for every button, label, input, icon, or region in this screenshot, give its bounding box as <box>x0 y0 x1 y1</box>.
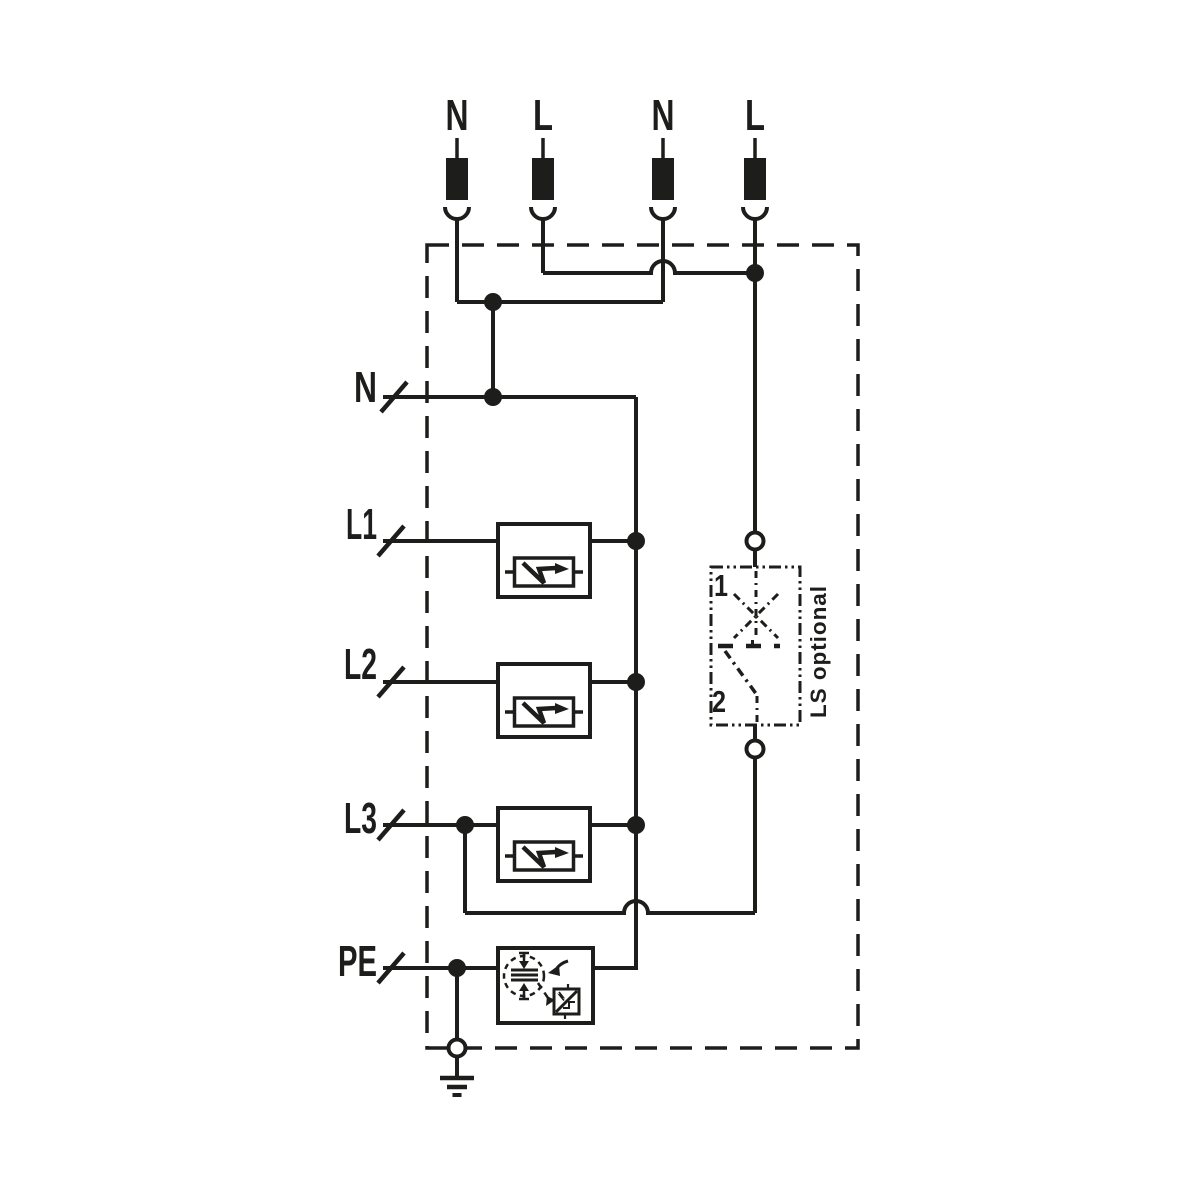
surge-arrester-module-l2 <box>496 662 592 739</box>
terminal-label: N <box>446 91 469 140</box>
wires <box>376 219 757 1040</box>
breaker-terminal-circle-top <box>744 530 766 552</box>
surge-arrester-module-l3 <box>496 806 592 883</box>
socket-icon <box>649 206 677 221</box>
terminal-l-2: L <box>741 91 769 221</box>
breaker-ls-optional: 1 2 LS optional <box>709 530 831 760</box>
surge-arrester-icon <box>505 698 583 726</box>
plug-pin-icon <box>744 158 766 200</box>
terminal-n-1: N <box>443 91 471 221</box>
breaker-contact-icon <box>718 571 780 724</box>
junction-dot <box>484 388 502 406</box>
terminal-n-2: N <box>649 91 677 221</box>
junction-dot <box>627 532 645 550</box>
terminal-label: N <box>652 91 675 140</box>
junction-dot <box>746 264 764 282</box>
wire <box>543 259 755 275</box>
earth-terminal <box>440 1037 474 1097</box>
isolating-spark-gap-icon <box>502 951 569 1006</box>
junction-dot <box>448 959 466 977</box>
surge-arrester-icon <box>505 842 583 870</box>
input-label-l1: L1 <box>346 500 377 549</box>
input-label-n: N <box>354 363 377 412</box>
spark-gap-module-pe <box>496 946 595 1025</box>
wire <box>593 397 638 970</box>
socket-icon <box>741 206 769 221</box>
breaker-terminal-circle-bottom <box>744 738 766 760</box>
input-label-l2: L2 <box>344 640 377 689</box>
terminal-label: L <box>533 91 553 140</box>
surge-arrester-module-l1 <box>496 522 592 599</box>
wire <box>463 757 757 915</box>
terminal-l-1: L <box>529 91 557 221</box>
top-terminals: N L N L <box>443 91 769 221</box>
conductor-mark <box>379 380 409 414</box>
conductor-mark <box>376 524 406 558</box>
breaker-label: LS optional <box>806 586 831 718</box>
plug-pin-icon <box>652 158 674 200</box>
plug-pin-icon <box>446 158 468 200</box>
input-label-pe: PE <box>338 937 377 986</box>
conductor-mark <box>376 665 406 699</box>
device-enclosure-border <box>425 243 860 1050</box>
breaker-terminal-number-top: 1 <box>714 568 728 603</box>
earth-terminal-circle <box>446 1037 468 1059</box>
junction-dot <box>484 293 502 311</box>
junction-dots <box>448 264 764 977</box>
terminal-label: L <box>745 91 765 140</box>
left-input-labels: N L1 L2 L3 PE <box>338 363 377 986</box>
earth-ground-icon <box>440 1056 474 1097</box>
breaker-terminal-number-bottom: 2 <box>712 684 726 719</box>
socket-icon <box>529 206 557 221</box>
breaker-outline-box <box>709 565 802 727</box>
plug-pin-icon <box>532 158 554 200</box>
conductor-mark <box>376 808 406 842</box>
conductor-mark <box>376 951 406 985</box>
input-label-l3: L3 <box>344 794 377 843</box>
surge-arrester-icon <box>505 558 583 586</box>
junction-dot <box>627 673 645 691</box>
junction-dot <box>456 816 474 834</box>
breaker-cross-icon <box>732 592 780 640</box>
junction-dot <box>627 816 645 834</box>
varistor-icon <box>552 984 581 1019</box>
socket-icon <box>443 206 471 221</box>
